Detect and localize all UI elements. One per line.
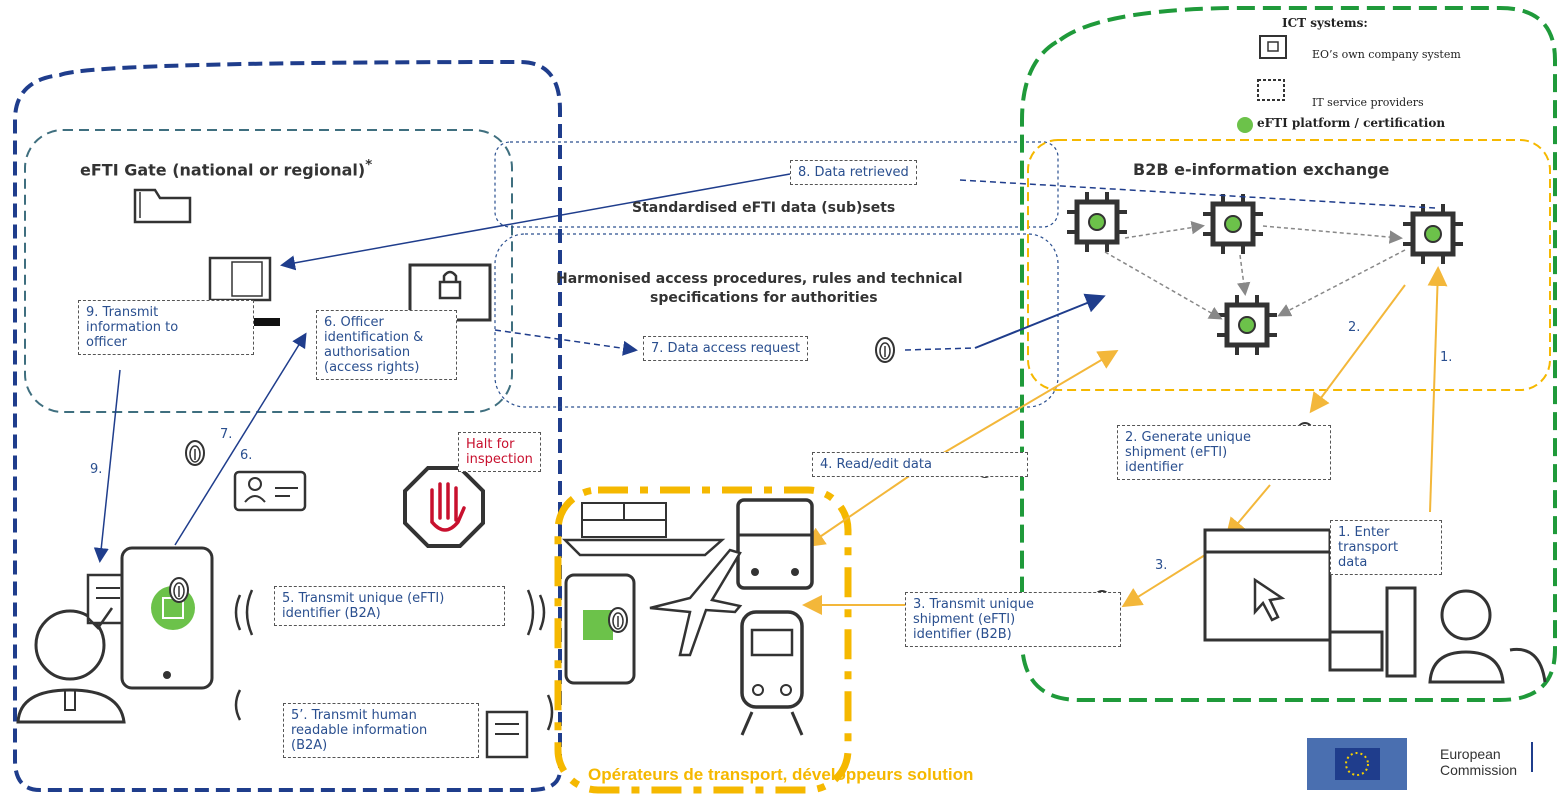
standardised-title: Standardised eFTI data (sub)sets (632, 200, 896, 216)
harmonised-region (494, 233, 1059, 408)
signal-waves-left (234, 589, 254, 636)
fingerprint-icon (608, 607, 628, 633)
computer-users-icon (1328, 586, 1547, 684)
b2b-region (1027, 139, 1551, 391)
gate-title: eFTI Gate (national or regional)* (80, 158, 373, 180)
b2b-node-3 (1403, 204, 1463, 264)
service-provider-icon (1257, 79, 1285, 101)
legend-company-system: EO’s own company system (1312, 48, 1461, 61)
authority-region (13, 59, 562, 792)
id-badge-icon (233, 470, 307, 512)
step-1-label: 1. (1440, 350, 1453, 365)
harmonised-line-1: Harmonised access procedures, rules and … (556, 271, 963, 287)
step-3-label: 3. (1155, 558, 1168, 573)
folder-icon (133, 188, 192, 224)
browser-window-icon (1203, 528, 1332, 642)
fingerprint-icon (875, 337, 895, 363)
step-9-label: 9. (90, 462, 103, 477)
operators-title: Opérateurs de transport, développeurs so… (588, 765, 974, 784)
fingerprint-icon (169, 577, 189, 603)
operator-phone-icon (564, 573, 636, 685)
stop-hand-icon (403, 466, 485, 548)
plane-icon (649, 548, 743, 657)
operators-region (554, 486, 852, 794)
officer-icon (16, 609, 126, 724)
b2b-node-1 (1067, 192, 1127, 252)
truck-icon (736, 498, 814, 590)
step-2-label: 2. (1348, 320, 1361, 335)
b2b-title: B2B e-information exchange (1133, 160, 1390, 179)
train-icon (740, 610, 804, 736)
data-retrieved-box: 8. Data retrieved (790, 160, 917, 185)
document-icon (485, 710, 529, 759)
legend-efti-platform: eFTI platform / certification (1257, 116, 1446, 130)
step-7-label: 7. (220, 427, 233, 442)
standardised-region (494, 141, 1059, 228)
fingerprint-icon (185, 440, 205, 466)
b2b-node-2 (1203, 194, 1263, 254)
step-6-label: 6. (240, 448, 253, 463)
transmit-b2a-box: 5. Transmit unique (eFTI)identifier (B2A… (274, 586, 505, 626)
company-system-icon (1259, 35, 1287, 59)
read-edit-box: 4. Read/edit data (812, 452, 1028, 477)
harmonised-line-2: specifications for authorities (650, 290, 878, 306)
b2b-node-4 (1217, 295, 1277, 355)
eo-region (1020, 6, 1557, 702)
green-dot-icon (1237, 117, 1253, 133)
data-access-request-box: 7. Data access request (643, 336, 809, 361)
ship-icon (561, 502, 726, 557)
legend-service-provider: IT service providers (1312, 96, 1424, 109)
legend-title: ICT systems: (1282, 16, 1368, 30)
smartphone-icon (120, 546, 214, 690)
